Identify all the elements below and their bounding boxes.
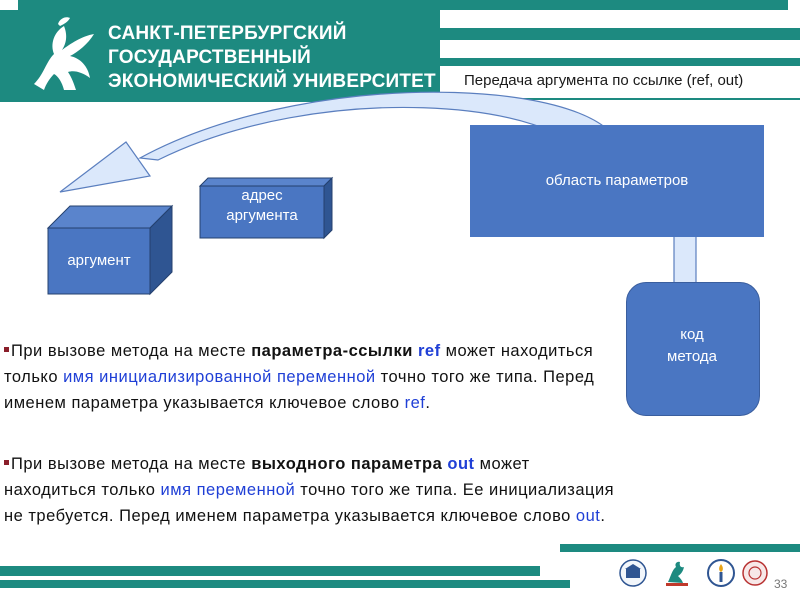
university-name-line: ЭКОНОМИЧЕСКИЙ УНИВЕРСИТЕТ [108, 71, 436, 92]
footer-stripe [0, 580, 570, 588]
griffin-logo-icon [34, 17, 94, 90]
text-span: При вызове метода на месте [11, 342, 252, 360]
text-span: точно того же типа. Перед именем парамет… [4, 368, 595, 412]
address-label-line: адрес [241, 187, 283, 204]
seal-icon [742, 560, 768, 586]
argument-cube-front [47, 227, 151, 295]
slide-title: Передача аргумента по ссылке (ref, out) [464, 72, 744, 89]
address-label-line: аргумента [226, 207, 298, 224]
address-box-top [198, 177, 334, 187]
method-code-box [626, 282, 760, 416]
text-span: . [600, 507, 606, 525]
university-name: САНКТ-ПЕТЕРБУРГСКИЙ ГОСУДАРСТВЕННЫЙ ЭКОН… [108, 22, 436, 94]
text-span: При вызове метода на месте [11, 455, 252, 473]
keyword: ref [418, 342, 441, 360]
text-span: точно того же типа. Ее инициализация не … [4, 481, 615, 525]
address-box-front [199, 185, 325, 239]
footer-stripe [0, 566, 540, 576]
address-label: адрес аргумента [200, 186, 324, 226]
method-code-label-line: метода [667, 348, 717, 365]
text-span: может находиться только [4, 455, 530, 499]
parameters-area-label: область параметров [545, 172, 689, 189]
text-span: . [425, 394, 431, 412]
emblem-icon [619, 559, 647, 587]
finek-logo-icon [666, 561, 688, 586]
torch-emblem-icon [707, 559, 735, 587]
curved-arrow-head [59, 141, 152, 193]
highlight-term: имя переменной [160, 481, 296, 499]
bold-term: параметра-ссылки [251, 342, 418, 360]
text-span: может находиться только [4, 342, 594, 386]
argument-label: аргумент [67, 252, 131, 269]
bold-term: выходного параметра [251, 455, 448, 473]
university-name-line: ГОСУДАРСТВЕННЫЙ [108, 47, 312, 68]
out-paragraph: При вызове метода на месте выходного пар… [4, 451, 624, 529]
keyword: ref [404, 394, 426, 412]
header-stripe [400, 28, 800, 40]
method-code-label: код метода [626, 324, 758, 368]
university-name-line: САНКТ-ПЕТЕРБУРГСКИЙ [108, 23, 347, 44]
header-stripe [18, 0, 788, 10]
address-box-side [323, 176, 333, 240]
curved-return-arrow [138, 91, 622, 163]
highlight-term: имя инициализированной переменной [63, 368, 376, 386]
parameters-area-box [470, 125, 764, 237]
bullet-icon [4, 347, 9, 353]
header-stripe [440, 58, 800, 66]
ref-paragraph: При вызове метода на месте параметра-ссы… [4, 338, 624, 416]
page-number: 33 [774, 577, 788, 591]
keyword: out [575, 507, 601, 525]
bullet-icon [4, 460, 9, 466]
footer-stripe [560, 544, 800, 552]
keyword: out [447, 455, 475, 473]
method-code-label-line: код [680, 326, 704, 343]
title-divider [458, 98, 800, 100]
